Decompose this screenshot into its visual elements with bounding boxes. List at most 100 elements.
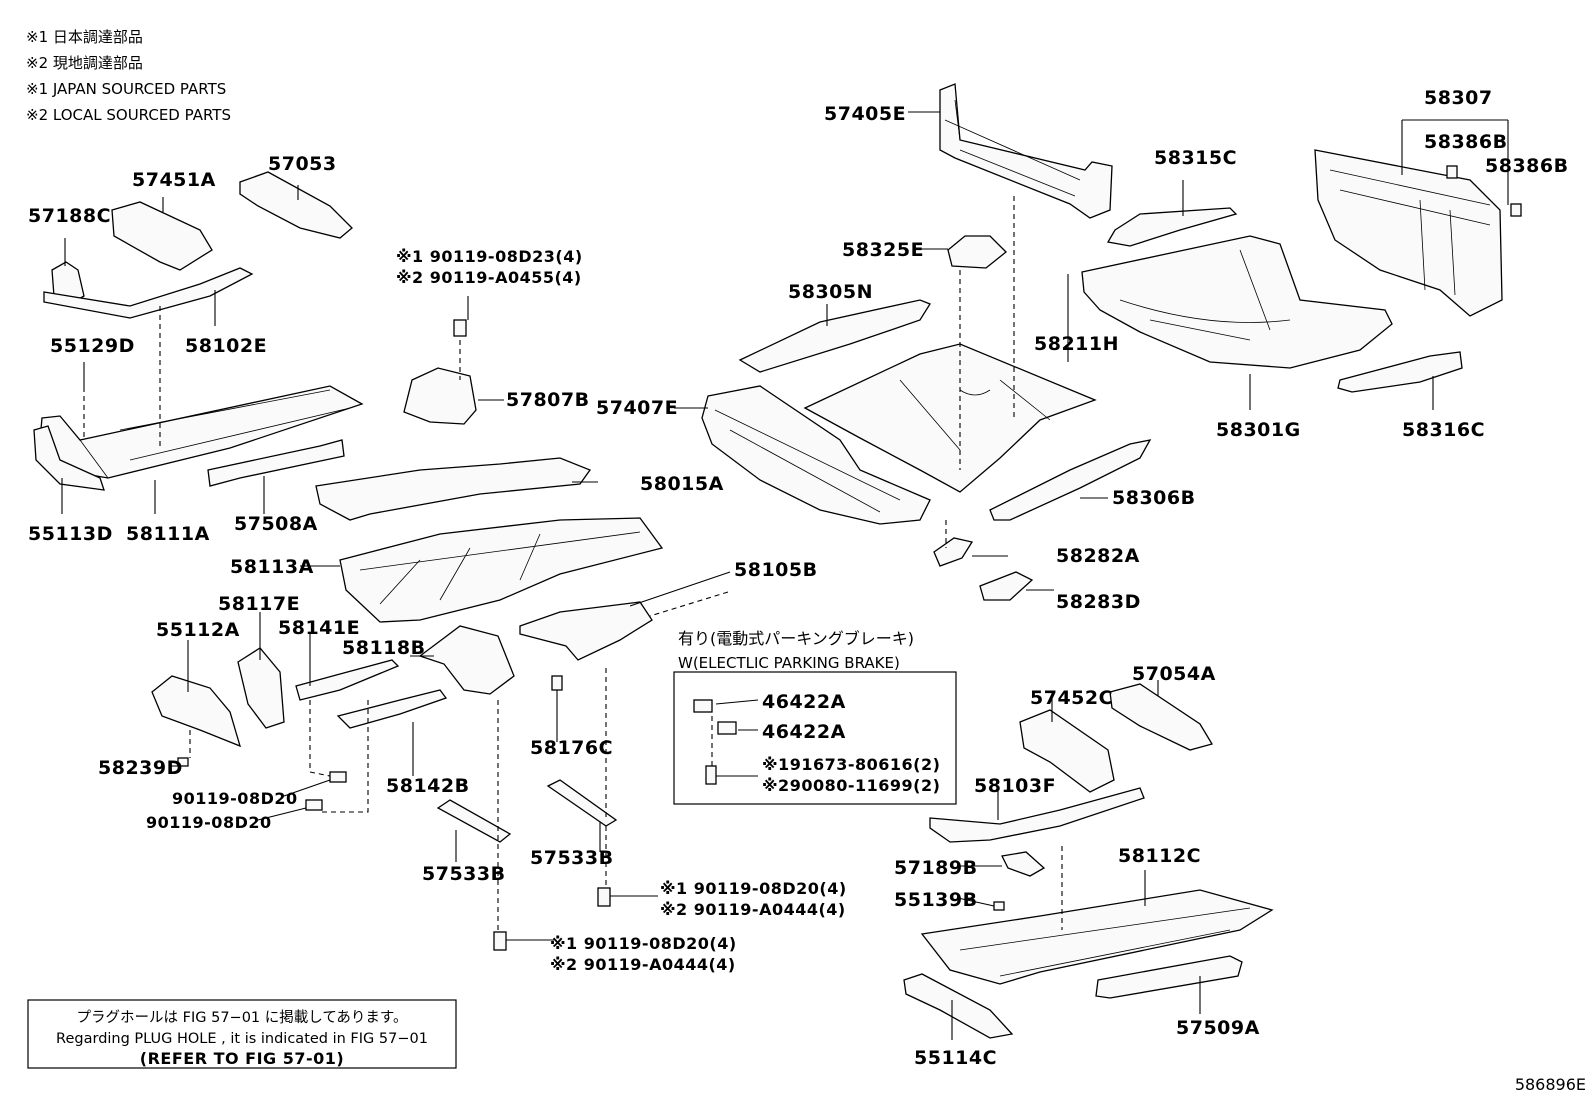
label-58325E[interactable]: 58325E [842,239,924,261]
epb-option-box: 有り(電動式パーキングブレーキ) W(ELECTLIC PARKING BRAK… [673,629,957,805]
part-58211H [803,343,1097,493]
label-58315C[interactable]: 58315C [1154,147,1237,169]
label-58112C[interactable]: 58112C [1118,845,1201,867]
label-bolt-90119-08D20-d[interactable]: ※1 90119-08D20(4) [550,934,737,953]
part-58386B-a [1446,165,1458,179]
label-bolt-90080-11699[interactable]: ※290080-11699(2) [762,776,940,795]
label-57188C[interactable]: 57188C [28,205,111,227]
label-58239D[interactable]: 58239D [98,757,183,779]
label-bolt-90119-08D20-c[interactable]: ※1 90119-08D20(4) [660,879,847,898]
bolt-90119-08D20-c [597,887,611,907]
label-57533B-a[interactable]: 57533B [422,863,506,885]
part-57807B [403,367,477,425]
label-58105B[interactable]: 58105B [734,559,818,581]
label-58142B[interactable]: 58142B [386,775,470,797]
label-55113D[interactable]: 55113D [28,523,113,545]
part-shapes [33,83,1522,1039]
part-46422A-b [717,721,737,735]
label-55114C[interactable]: 55114C [914,1047,997,1069]
label-bolt-90119-08D20-a[interactable]: 90119-08D20 [172,789,298,808]
note-local-en: ※2 LOCAL SOURCED PARTS [26,106,231,124]
label-58305N[interactable]: 58305N [788,281,873,303]
bolt-90119-08D20-b [305,799,323,811]
label-58282A[interactable]: 58282A [1056,545,1140,567]
part-57405E [939,83,1113,219]
label-bolt-90119-A0455[interactable]: ※2 90119-A0455(4) [396,268,582,287]
label-57451A[interactable]: 57451A [132,169,216,191]
label-57407E[interactable]: 57407E [596,397,678,419]
footnote-jp: プラグホールは FIG 57−01 に掲載してあります。 [77,1009,408,1026]
part-57533B-a [436,799,512,843]
label-58386B-a[interactable]: 58386B [1424,131,1508,153]
part-57509A [1095,955,1243,999]
label-58386B-b[interactable]: 58386B [1485,155,1569,177]
label-58103F[interactable]: 58103F [974,775,1056,797]
part-58301G [1081,235,1393,369]
part-58015A [315,457,592,521]
label-57405E[interactable]: 57405E [824,103,906,125]
part-57054A [1109,683,1213,751]
part-55113D [33,425,105,491]
part-58315C [1106,207,1238,247]
epb-title-jp: 有り(電動式パーキングブレーキ) [678,629,914,648]
part-57407E [701,385,931,525]
footnote-en: Regarding PLUG HOLE , it is indicated in… [56,1031,428,1047]
label-57807B[interactable]: 57807B [506,389,590,411]
label-58283D[interactable]: 58283D [1056,591,1141,613]
label-58316C[interactable]: 58316C [1402,419,1485,441]
label-57054A[interactable]: 57054A [1132,663,1216,685]
label-58211H[interactable]: 58211H [1034,333,1119,355]
label-bolt-90119-08D23[interactable]: ※1 90119-08D23(4) [396,247,583,266]
label-58117E[interactable]: 58117E [218,593,300,615]
label-58113A[interactable]: 58113A [230,556,314,578]
bolt-90119-08D23 [453,319,467,337]
label-bolt-90119-A0444-d[interactable]: ※2 90119-A0444(4) [550,955,736,974]
bolt-91673-80616 [705,765,717,785]
label-58141E[interactable]: 58141E [278,617,360,639]
part-58283D [979,571,1034,601]
label-57509A[interactable]: 57509A [1176,1017,1260,1039]
label-bolt-90119-A0444-c[interactable]: ※2 90119-A0444(4) [660,900,846,919]
part-55139B [993,901,1005,911]
part-58113A [339,517,664,623]
label-58307[interactable]: 58307 [1424,87,1493,109]
part-58142B [336,689,448,729]
label-46422A-b[interactable]: 46422A [762,721,846,743]
part-58316C [1337,351,1463,393]
label-58306B[interactable]: 58306B [1112,487,1196,509]
part-58282A [933,537,974,567]
label-55139B[interactable]: 55139B [894,889,978,911]
note-local-jp: ※2 現地調達部品 [26,54,143,72]
part-58111A [39,385,364,479]
label-55112A[interactable]: 55112A [156,619,240,641]
label-bolt-91673-80616[interactable]: ※191673-80616(2) [762,755,940,774]
part-58118B [418,625,515,695]
epb-frame [673,671,957,805]
part-57451A [111,201,213,271]
figure-id: 586896E [1515,1075,1586,1094]
label-57508A[interactable]: 57508A [234,513,318,535]
label-57452C[interactable]: 57452C [1030,687,1113,709]
label-58301G[interactable]: 58301G [1216,419,1301,441]
label-57533B-b[interactable]: 57533B [530,847,614,869]
part-58103F [929,787,1145,843]
label-57189B[interactable]: 57189B [894,857,978,879]
bolt-90119-08D20-d [493,931,507,951]
label-58015A[interactable]: 58015A [640,473,724,495]
label-58118B[interactable]: 58118B [342,637,426,659]
note-japan-en: ※1 JAPAN SOURCED PARTS [26,80,226,98]
label-bolt-90119-08D20-b[interactable]: 90119-08D20 [146,813,272,832]
footnote-ref: (REFER TO FIG 57-01) [140,1049,344,1068]
part-58325E [947,235,1007,269]
part-58105B [519,601,653,661]
part-46422A-a [693,699,713,713]
label-57053[interactable]: 57053 [268,153,337,175]
label-58111A[interactable]: 58111A [126,523,210,545]
label-46422A-a[interactable]: 46422A [762,691,846,713]
label-58102E[interactable]: 58102E [185,335,267,357]
label-55129D[interactable]: 55129D [50,335,135,357]
label-58176C[interactable]: 58176C [530,737,613,759]
leader-lines [61,111,1509,1040]
